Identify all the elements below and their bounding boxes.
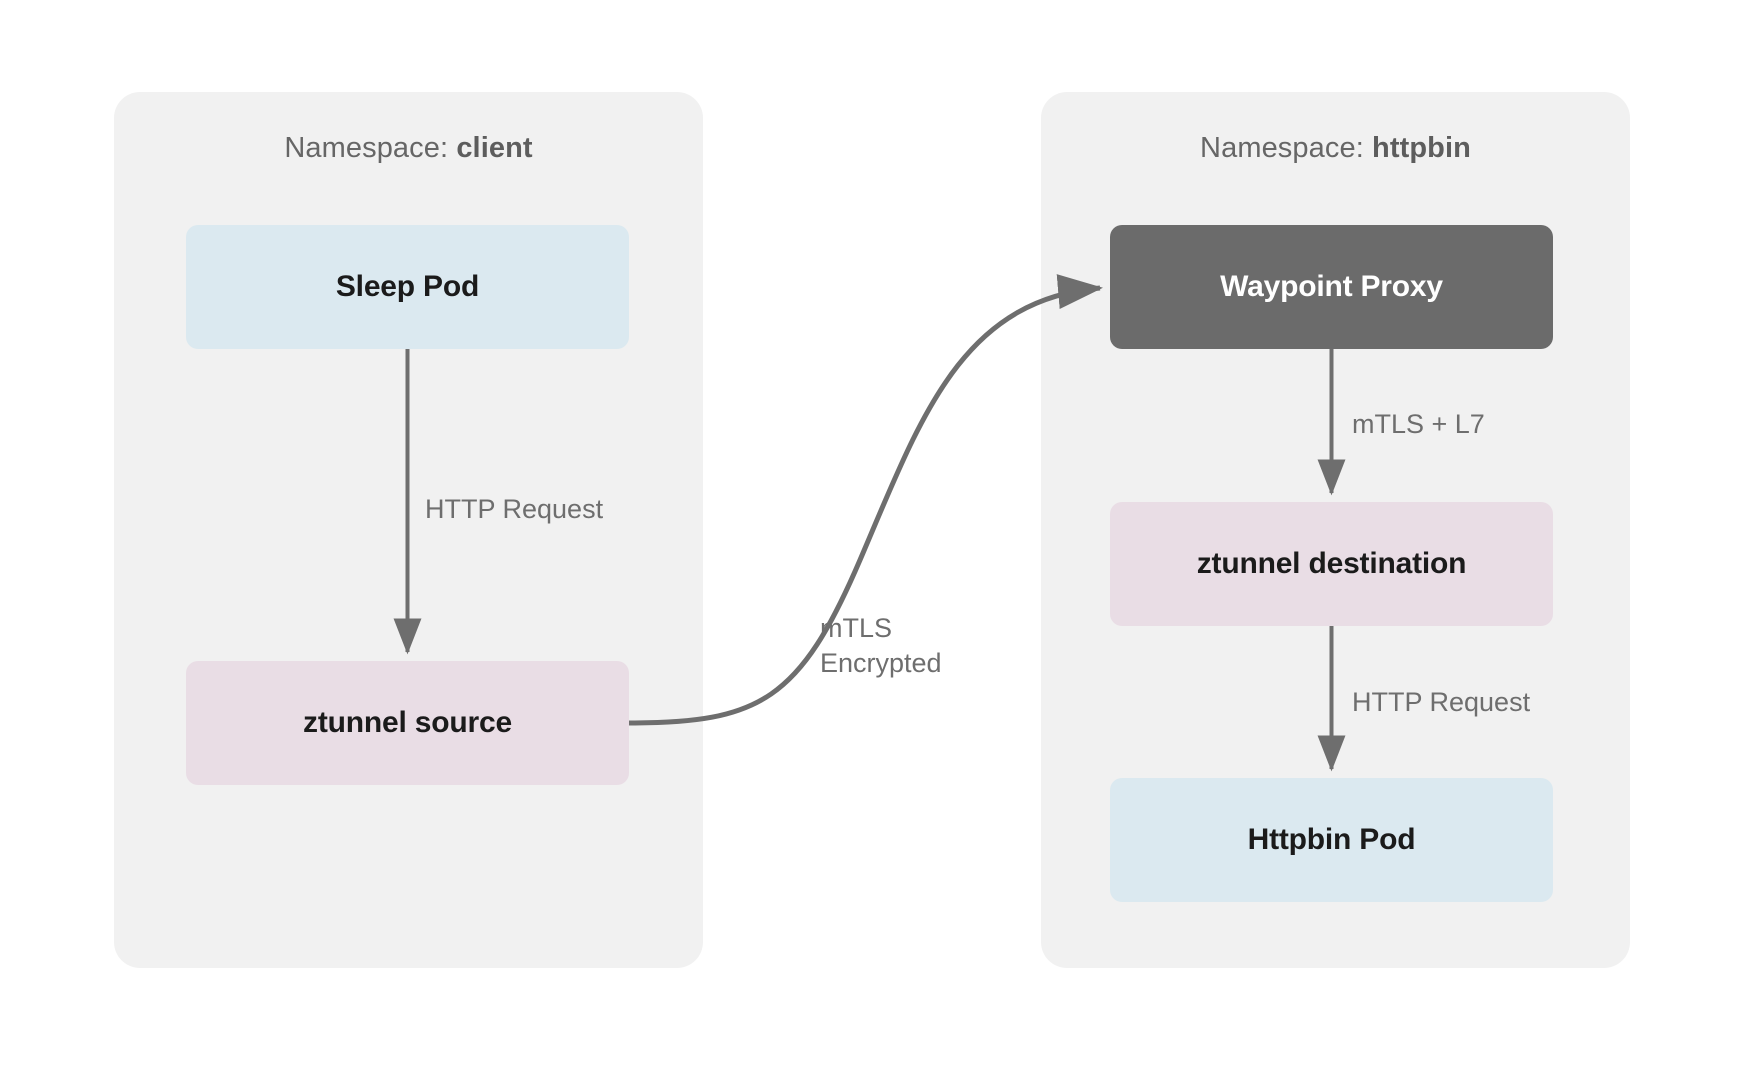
node-ztunnel-source[interactable]: ztunnel source bbox=[186, 661, 629, 785]
namespace-prefix-client: Namespace: bbox=[284, 132, 457, 164]
namespace-value-httpbin: httpbin bbox=[1372, 132, 1471, 164]
node-httpbin-pod[interactable]: Httpbin Pod bbox=[1110, 778, 1553, 902]
edge-label-http-request-right: HTTP Request bbox=[1352, 687, 1531, 717]
edge-label-mtls-l7: mTLS + L7 bbox=[1352, 409, 1485, 439]
node-ztunnel-source-label: ztunnel source bbox=[303, 706, 512, 739]
namespace-title-httpbin: Namespace: httpbin bbox=[1041, 132, 1630, 165]
edge-label-http-request-left: HTTP Request bbox=[425, 494, 604, 524]
edge-label-mtls-encrypted: mTLS Encrypted bbox=[820, 611, 942, 680]
node-ztunnel-destination-label: ztunnel destination bbox=[1196, 547, 1467, 580]
node-ztunnel-destination[interactable]: ztunnel destination bbox=[1110, 502, 1553, 626]
node-sleep-pod[interactable]: Sleep Pod bbox=[186, 225, 629, 349]
node-waypoint-proxy[interactable]: Waypoint Proxy bbox=[1110, 225, 1553, 349]
namespace-prefix-httpbin: Namespace: bbox=[1200, 132, 1373, 164]
node-waypoint-proxy-label: Waypoint Proxy bbox=[1220, 270, 1443, 303]
edge-label-mtls-encrypted-line1: mTLS bbox=[820, 613, 893, 643]
edge-label-mtls-encrypted-line2: Encrypted bbox=[820, 647, 942, 678]
node-httpbin-pod-label: Httpbin Pod bbox=[1247, 823, 1416, 856]
namespace-value-client: client bbox=[456, 132, 533, 164]
namespace-panel-client bbox=[114, 92, 703, 968]
namespace-title-client: Namespace: client bbox=[114, 132, 703, 165]
node-sleep-pod-label: Sleep Pod bbox=[335, 270, 480, 303]
